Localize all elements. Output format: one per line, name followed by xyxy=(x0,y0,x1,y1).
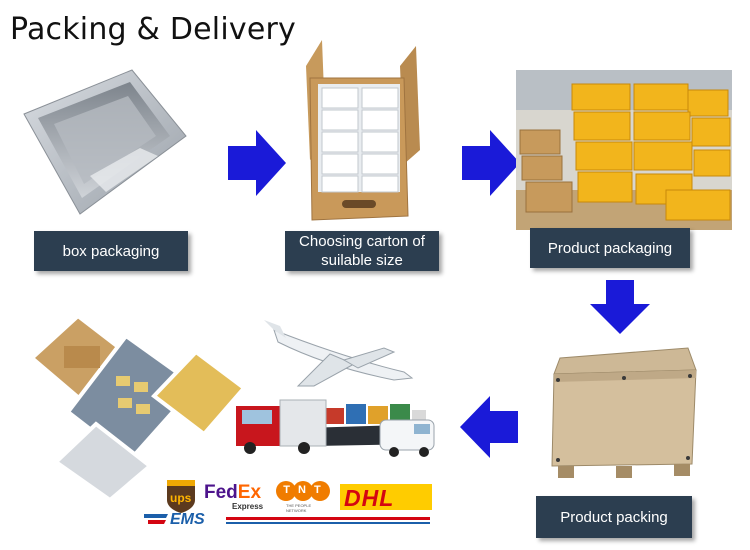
arrow-right-2 xyxy=(462,130,520,196)
ups-shield-icon xyxy=(167,480,195,513)
wooden-crate-image xyxy=(551,347,697,478)
truck-icon xyxy=(236,399,327,454)
dhl-logo: DHL xyxy=(340,484,432,511)
step-label-product-packing: Product packing xyxy=(536,496,692,538)
transport-vehicles-image xyxy=(236,320,435,457)
arrow-down xyxy=(590,280,650,334)
tnt-logo: TNT THE PEOPLE NETWORK xyxy=(276,480,330,514)
warehouse-collage-image xyxy=(28,316,247,500)
arrow-right-1 xyxy=(228,130,286,196)
ems-stripes-icon xyxy=(144,514,430,524)
van-icon xyxy=(379,419,435,457)
page-title: Packing & Delivery xyxy=(10,12,296,47)
step-label-product-packaging: Product packaging xyxy=(530,228,690,268)
carton-box-image xyxy=(306,40,420,221)
tray-box-image xyxy=(23,69,187,215)
step-label-carton-size: Choosing carton of suilable size xyxy=(285,231,439,271)
ems-logo: EMS xyxy=(144,510,434,530)
ups-logo: ups xyxy=(165,478,197,514)
tnt-circles-icon xyxy=(276,481,330,501)
step-label-box-packaging: box packaging xyxy=(34,231,188,271)
fedex-logo: FedEx Express xyxy=(204,482,264,511)
arrow-left xyxy=(460,396,518,458)
warehouse-boxes-image xyxy=(516,70,732,230)
airplane-icon xyxy=(264,320,414,387)
